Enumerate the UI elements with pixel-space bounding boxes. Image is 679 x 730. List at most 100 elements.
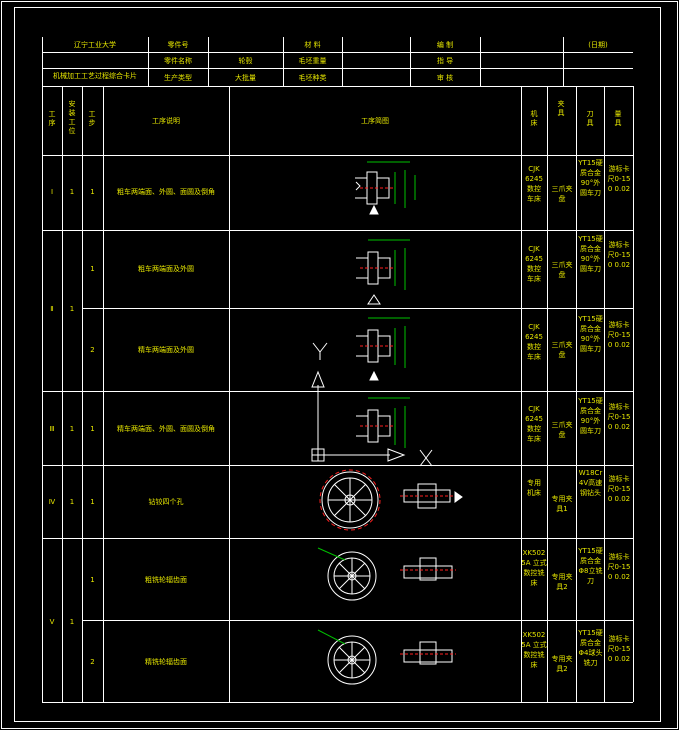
header-divider bbox=[42, 37, 43, 86]
col-divider bbox=[521, 86, 522, 702]
fixture-cell: 专用夹具2 bbox=[551, 655, 573, 673]
step-number: 1 bbox=[90, 265, 95, 273]
part-name-label: 零件名称 bbox=[164, 57, 192, 65]
setup-number: 1 bbox=[69, 618, 75, 626]
tool-cell: YT15硬质合金Φ4球头铣刀 bbox=[578, 629, 603, 667]
row-divider bbox=[82, 620, 633, 621]
fixture-cell: 三爪夹盘 bbox=[551, 185, 573, 203]
sketch-wheel-milling-2 bbox=[317, 629, 456, 685]
header-divider bbox=[208, 37, 209, 86]
university-name: 辽宁工业大学 bbox=[74, 41, 116, 49]
tool-cell: YT15硬质合金Φ8立铣刀 bbox=[578, 547, 603, 585]
machine-cell: XK5025A 立式数控铣床 bbox=[521, 631, 547, 669]
guide-label: 指 导 bbox=[436, 57, 454, 65]
tool-cell: YT15硬质合金90°外圆车刀 bbox=[578, 315, 603, 353]
sketch-wheel-drilling bbox=[319, 469, 463, 531]
part-name-value: 轮毂 bbox=[238, 57, 253, 65]
header-divider bbox=[342, 37, 343, 86]
step-content: 粗车两端面及外圆 bbox=[138, 265, 194, 273]
step-content: 精车两端面、外圆、面圆及倒角 bbox=[117, 425, 215, 433]
step-content: 精车两端面及外圆 bbox=[138, 346, 194, 354]
col-divider bbox=[62, 86, 63, 702]
header-divider bbox=[410, 37, 411, 86]
step-content: 粗车两端面、外圆、面圆及倒角 bbox=[117, 188, 215, 196]
fixture-cell: 三爪夹盘 bbox=[551, 421, 573, 439]
fixture-cell: 三爪夹盘 bbox=[551, 261, 573, 279]
review-label: 审 核 bbox=[436, 74, 454, 82]
machine-cell: CJK 6245 数控车床 bbox=[525, 323, 543, 361]
part-no-label: 零件号 bbox=[167, 41, 189, 49]
setup-number: 1 bbox=[69, 425, 75, 433]
step-number: 1 bbox=[90, 576, 95, 584]
production-type-label: 生产类型 bbox=[164, 74, 192, 82]
row-divider bbox=[42, 155, 633, 156]
col-header-process: 工序 bbox=[48, 110, 56, 127]
ucs-icon bbox=[311, 342, 433, 467]
gauge-cell: 游标卡尺0-150 0.02 bbox=[607, 635, 631, 663]
col-divider bbox=[547, 86, 548, 702]
step-number: 2 bbox=[90, 658, 95, 666]
setup-number: 1 bbox=[69, 498, 75, 506]
process-number: Ⅴ bbox=[49, 618, 55, 626]
process-number: Ⅰ bbox=[50, 188, 54, 196]
col-header-sketch: 工序简图 bbox=[361, 117, 389, 125]
sketch-turning-1 bbox=[355, 161, 416, 215]
fixture-cell: 专用夹具1 bbox=[551, 495, 573, 513]
col-header-machine: 机床 bbox=[530, 110, 538, 127]
step-number: 1 bbox=[90, 425, 95, 433]
row-divider bbox=[82, 308, 633, 309]
card-title: 机械加工工艺过程综合卡片 bbox=[53, 72, 137, 80]
process-number: Ⅱ bbox=[50, 305, 54, 313]
setup-number: 1 bbox=[69, 188, 75, 196]
production-type-value: 大批量 bbox=[235, 74, 256, 82]
table-border-right bbox=[633, 86, 634, 702]
gauge-cell: 游标卡尺0-150 0.02 bbox=[607, 321, 631, 349]
blank-weight-label: 毛坯重量 bbox=[298, 57, 327, 65]
col-header-fixture: 夹具 bbox=[557, 100, 565, 117]
col-header-tool: 刀具 bbox=[586, 110, 594, 127]
designer-label: 编 制 bbox=[436, 41, 454, 49]
header-line bbox=[42, 52, 633, 53]
row-divider bbox=[42, 538, 633, 539]
col-divider bbox=[229, 86, 230, 702]
table-border-bottom bbox=[42, 702, 633, 703]
header-line bbox=[42, 86, 633, 87]
col-divider bbox=[82, 86, 83, 702]
header-divider bbox=[480, 37, 481, 86]
col-header-step: 工步 bbox=[88, 110, 96, 127]
tool-cell: YT15硬质合金90°外圆车刀 bbox=[578, 235, 603, 273]
step-number: 1 bbox=[90, 188, 95, 196]
step-content: 钻铰四个孔 bbox=[148, 498, 184, 506]
sketch-turning-4 bbox=[356, 397, 410, 448]
drawing-frame bbox=[14, 7, 661, 722]
step-number: 1 bbox=[90, 498, 95, 506]
row-divider bbox=[42, 465, 633, 466]
tool-cell: YT15硬质合金90°外圆车刀 bbox=[578, 397, 603, 435]
tool-cell: YT15硬质合金90°外圆车刀 bbox=[578, 159, 603, 197]
col-divider bbox=[576, 86, 577, 702]
row-divider bbox=[42, 230, 633, 231]
gauge-cell: 游标卡尺0-150 0.02 bbox=[607, 241, 631, 269]
header-divider bbox=[283, 37, 284, 86]
machine-cell: CJK 6245 数控车床 bbox=[525, 245, 543, 283]
col-divider bbox=[604, 86, 605, 702]
gauge-cell: 游标卡尺0-150 0.02 bbox=[607, 165, 631, 193]
sketch-turning-3 bbox=[356, 317, 410, 381]
table-border-left bbox=[42, 86, 43, 702]
row-divider bbox=[42, 391, 633, 392]
material-label: 材 料 bbox=[304, 41, 321, 49]
fixture-cell: 专用夹具2 bbox=[551, 573, 573, 591]
gauge-cell: 游标卡尺0-150 0.02 bbox=[607, 553, 631, 581]
col-header-gauge: 量具 bbox=[614, 110, 622, 127]
gauge-cell: 游标卡尺0-150 0.02 bbox=[607, 403, 631, 431]
col-divider bbox=[103, 86, 104, 702]
setup-number: 1 bbox=[69, 305, 75, 313]
machine-cell: CJK 6245 数控车床 bbox=[525, 405, 543, 443]
blank-type-label: 毛坯种类 bbox=[298, 74, 327, 82]
process-number: Ⅲ bbox=[49, 425, 55, 433]
header-divider bbox=[148, 37, 149, 86]
sketch-wheel-milling-1 bbox=[317, 547, 456, 601]
col-header-content: 工序说明 bbox=[152, 117, 180, 125]
